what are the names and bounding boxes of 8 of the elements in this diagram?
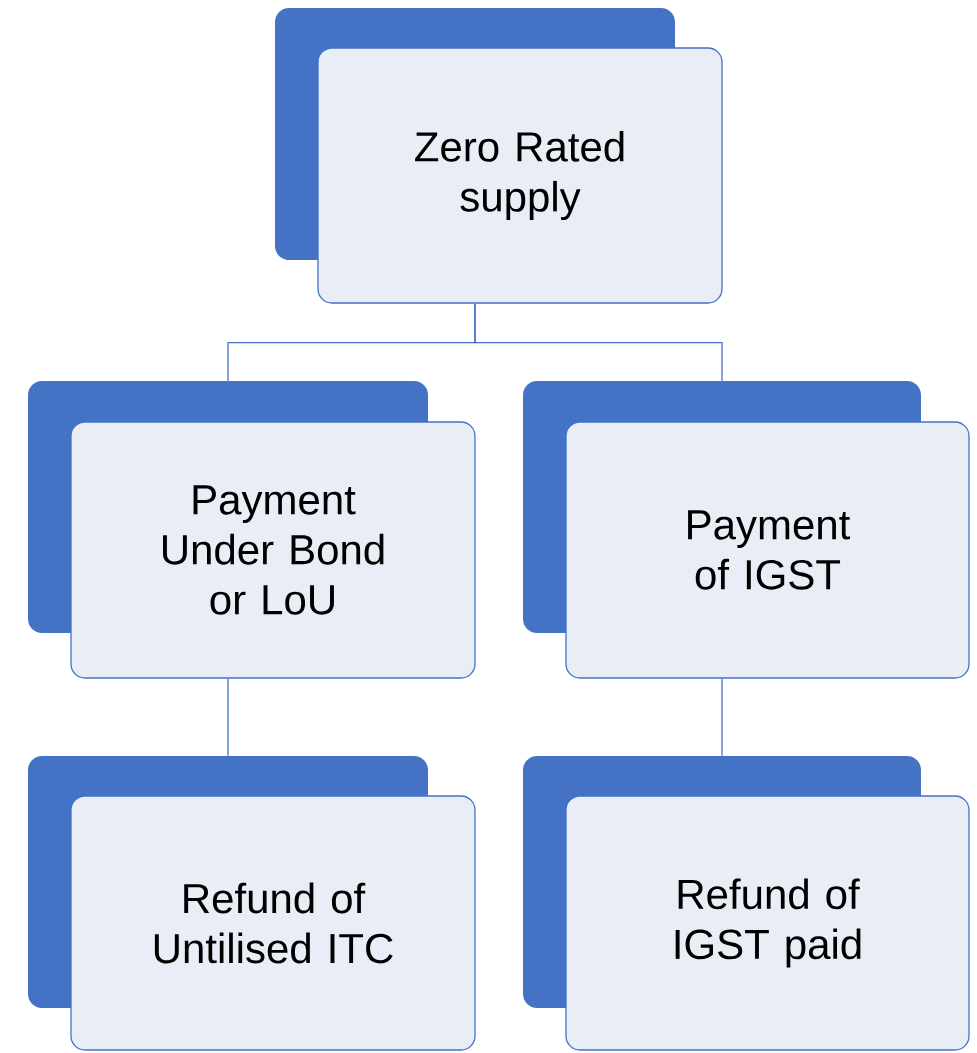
text-box: Payment Under Bond or LoU [70, 421, 476, 679]
text-box: Refund of IGST paid [565, 795, 970, 1051]
text-box: Refund of Untilised ITC [70, 795, 476, 1051]
text-box: Payment of IGST [565, 421, 970, 679]
connector-line [474, 303, 723, 382]
connector-line [227, 678, 229, 757]
text-box: Zero Rated supply [317, 47, 723, 304]
connector-line [721, 678, 723, 757]
